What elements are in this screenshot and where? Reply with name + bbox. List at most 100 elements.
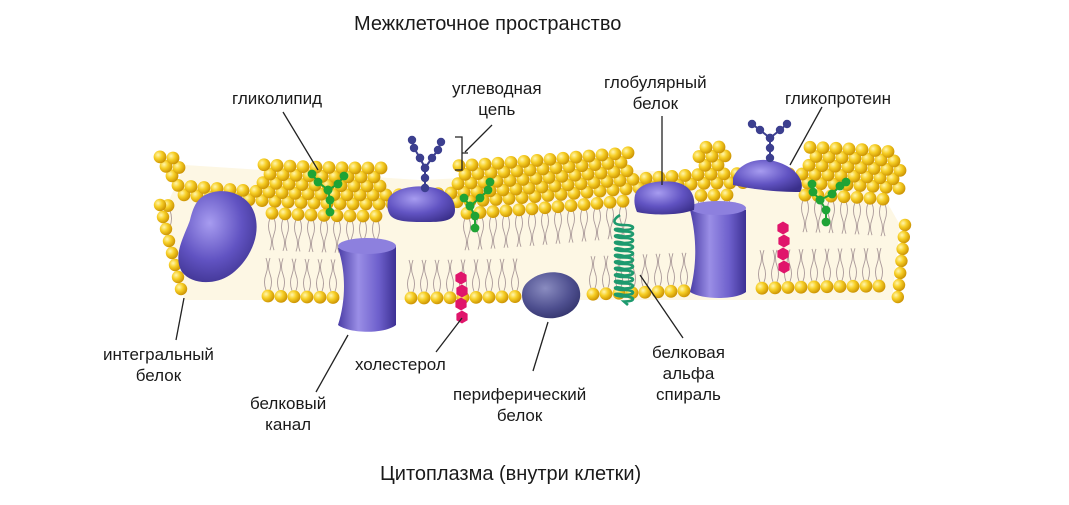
lipid-head [893, 164, 907, 177]
lipid-head [863, 191, 877, 205]
lipid-tail [680, 252, 688, 285]
lipid-tail [333, 220, 341, 253]
lipid-head [282, 177, 296, 191]
lipid-head [896, 242, 909, 256]
sugar-unit [483, 185, 493, 195]
lipid-head [866, 179, 880, 193]
lipid-tail [420, 259, 428, 293]
cholesterol-ring [455, 271, 467, 285]
lipid-head [469, 290, 483, 304]
lipid-head [551, 200, 565, 214]
lipid-head [465, 158, 479, 172]
lipid-head [512, 203, 526, 217]
lipid-tail [268, 218, 276, 251]
sugar-unit [821, 217, 831, 227]
lipid-head [172, 161, 186, 174]
label-glycoprotein: гликопротеин [785, 89, 892, 108]
lipid-head [616, 194, 630, 208]
lipid-head [867, 162, 881, 175]
lipid-tail [879, 203, 887, 237]
sugar-unit [313, 177, 323, 187]
lipid-head [874, 153, 888, 167]
lipid-head [263, 167, 277, 181]
lipid-head [508, 290, 522, 303]
lipid-tail [446, 259, 454, 292]
lipid-head [404, 291, 418, 305]
label-alpha-helix-line1: белковая [652, 343, 725, 362]
lipid-tail [823, 248, 831, 281]
lipid-head [281, 195, 295, 209]
lipid-head [430, 291, 444, 305]
label-integral-protein-line2: белок [135, 366, 182, 385]
lipid-head [275, 186, 289, 200]
lipid-tail [303, 258, 311, 292]
lipid-tail [498, 258, 506, 292]
lipid-head [265, 206, 279, 220]
lipid-head [879, 180, 893, 194]
integral-protein-shape [178, 191, 257, 283]
label-channel-protein: белковый канал [250, 393, 326, 435]
lipid-head [603, 195, 617, 209]
lipid-head [859, 279, 873, 293]
lipid-head [802, 158, 816, 172]
lipid-head [165, 169, 179, 183]
leader-lines [175, 106, 823, 393]
lipid-tail [875, 247, 883, 281]
sugar-unit [747, 119, 757, 129]
lipid-head [895, 254, 908, 268]
lipid-head [307, 196, 321, 210]
lipid-head [177, 188, 191, 202]
lipid-head [664, 284, 678, 298]
lipid-tail [866, 203, 874, 236]
lipid-head [262, 185, 276, 199]
label-alpha-helix-line2: альфа [662, 364, 715, 383]
lipid-head [417, 291, 431, 305]
lipid-tail [329, 259, 337, 292]
lipid-head [168, 258, 182, 272]
lipid-head [348, 161, 362, 175]
lipid-head [677, 284, 691, 298]
lipid-head [887, 154, 901, 168]
glycoprotein-right-shape [733, 159, 802, 192]
sugar-unit [407, 135, 417, 145]
label-carbohydrate-chain-line2: цепь [478, 100, 516, 119]
sugar-unit [765, 133, 775, 143]
channel-protein-shape [338, 238, 396, 332]
lipid-head [333, 197, 347, 211]
lipid-head [322, 161, 336, 174]
lipid-head [369, 209, 383, 223]
sugar-unit [420, 163, 430, 173]
lipid-head [288, 186, 302, 200]
lipid-head [326, 291, 340, 304]
lipid-head [621, 146, 635, 160]
lipid-head [499, 204, 513, 218]
label-integral-protein: интегральный белок [103, 344, 214, 386]
label-carbohydrate-chain-line1: углеводная [452, 79, 542, 98]
lipid-tail [619, 206, 627, 239]
sugar-unit [436, 137, 446, 147]
sugar-unit [427, 153, 437, 163]
lipid-tail [316, 259, 324, 292]
lipid-tail [836, 248, 844, 281]
sugar-unit [307, 169, 317, 179]
channel-protein-right-shape [690, 201, 746, 298]
lipid-head [269, 176, 283, 190]
lipid-head [692, 150, 706, 163]
lipid-head [846, 279, 860, 293]
lipid-head [855, 143, 869, 157]
lipid-head [366, 188, 380, 202]
lipid-head [372, 197, 386, 211]
lipid-tail [853, 202, 861, 235]
lipid-head [517, 155, 531, 168]
lipid-tail [797, 249, 805, 282]
lipid-head [569, 150, 583, 164]
lipid-head [599, 287, 613, 301]
sugar-unit [815, 195, 825, 205]
sugar-unit [420, 173, 430, 183]
lipid-head [482, 290, 496, 304]
lipid-tail [489, 216, 497, 249]
lipid-tail [654, 253, 662, 286]
label-cholesterol: холестерол [355, 355, 446, 374]
lipid-head [582, 149, 596, 163]
lipid-head [249, 184, 263, 198]
